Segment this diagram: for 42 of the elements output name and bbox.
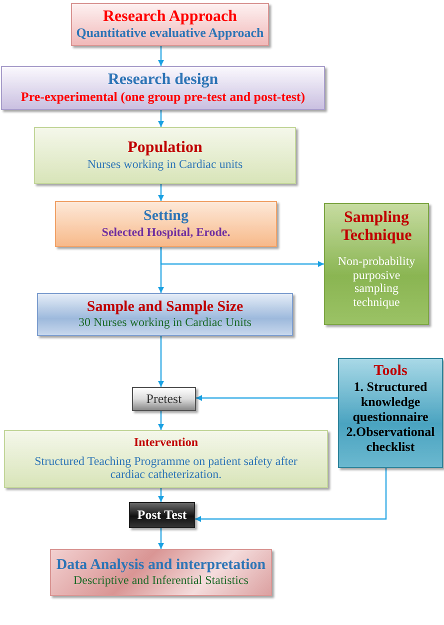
process-box [71,3,269,46]
box-text: 30 Nurses working in Cardiac Units [78,316,252,330]
process-box [1,66,325,110]
process-box [50,549,272,596]
process-box [37,293,293,336]
box-heading: Intervention [134,436,198,450]
arrow [158,247,164,293]
box-heading: Data Analysis and interpretation [56,556,266,574]
process-box [4,430,328,488]
info-box [324,203,429,325]
box-label: Post Test [137,508,187,522]
box-text: Structured Teaching Programme on patient safety after cardiac catheterization. [34,454,298,482]
process-box [55,201,277,247]
arrow [158,110,164,127]
box-text: Descriptive and Inferential Statistics [74,574,248,588]
box-label: Pretest [146,392,182,406]
process-box [132,387,196,411]
box-text: Quantitative evaluative Approach [76,26,264,42]
box-text: 1. Structured knowledge questionnaire [352,380,430,426]
arrow [158,528,164,549]
arrow [158,488,164,502]
box-text: 2.Observational checklist [345,425,436,455]
process-box [34,127,296,184]
box-heading: Population [128,139,202,158]
box-heading: Setting [144,208,188,226]
box-heading: Research Approach [102,8,238,26]
arrow [158,411,164,430]
box-heading: Sample and Sample Size [86,298,244,316]
box-heading: Research design [108,71,218,90]
process-box [129,502,195,528]
arrow [158,46,164,66]
box-heading: Sampling Technique [340,209,413,246]
arrow [195,468,387,522]
box-heading: Tools [374,363,408,380]
box-text: Pre-experimental (one group pre-test and post-test) [20,90,306,105]
box-text: Selected Hospital, Erode. [102,226,230,240]
info-box [338,358,443,468]
arrow [158,184,164,201]
arrow [158,336,164,387]
arrow [196,395,338,401]
box-text: Non-probability purposive sampling technique [336,254,416,310]
box-text: Nurses working in Cardiac units [87,158,243,172]
